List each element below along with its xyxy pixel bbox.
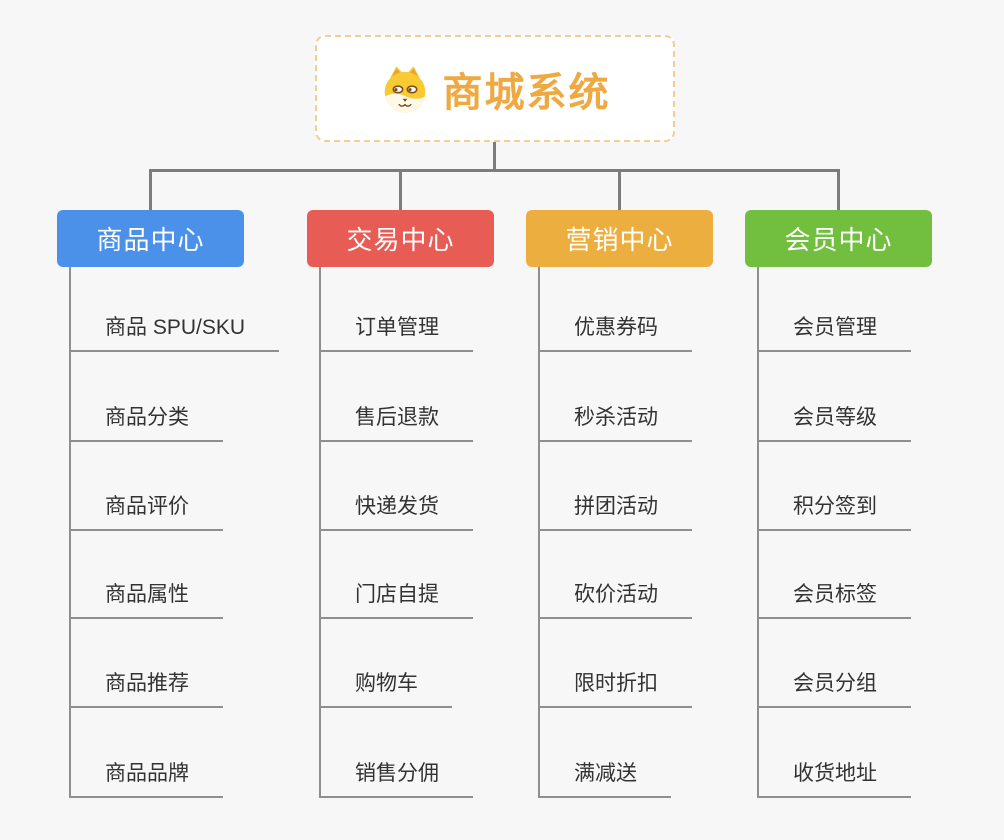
leaf-item[interactable]: 收货地址 xyxy=(759,750,911,798)
leaf-item[interactable]: 商品分类 xyxy=(71,394,223,442)
connector-drop-product xyxy=(149,169,152,211)
leaf-item[interactable]: 商品评价 xyxy=(71,483,223,531)
leaf-item[interactable]: 限时折扣 xyxy=(540,660,692,708)
branch-items-member: 会员管理 会员等级 积分签到 会员标签 会员分组 收货地址 xyxy=(757,267,987,798)
root-title: 商城系统 xyxy=(442,70,611,115)
connector-horizontal xyxy=(149,169,840,172)
branch-header-product[interactable]: 商品中心 xyxy=(57,210,244,267)
leaf-item[interactable]: 售后退款 xyxy=(321,394,473,442)
connector-drop-member xyxy=(837,169,840,211)
leaf-item[interactable]: 销售分佣 xyxy=(321,750,473,798)
dog-face-icon xyxy=(380,64,430,114)
connector-drop-marketing xyxy=(618,169,621,211)
leaf-item[interactable]: 砍价活动 xyxy=(540,571,692,619)
branch-items-trade: 订单管理 售后退款 快递发货 门店自提 购物车 销售分佣 xyxy=(319,267,549,798)
leaf-item[interactable]: 拼团活动 xyxy=(540,483,692,531)
leaf-item[interactable]: 商品属性 xyxy=(71,571,223,619)
leaf-item[interactable]: 满减送 xyxy=(540,750,671,798)
connector-drop-trade xyxy=(399,169,402,211)
leaf-item[interactable]: 商品 SPU/SKU xyxy=(71,304,280,352)
leaf-item[interactable]: 会员分组 xyxy=(759,660,911,708)
leaf-item[interactable]: 购物车 xyxy=(321,660,452,708)
leaf-item[interactable]: 会员管理 xyxy=(759,304,911,352)
leaf-item[interactable]: 秒杀活动 xyxy=(540,394,692,442)
leaf-item[interactable]: 商品推荐 xyxy=(71,660,223,708)
leaf-item[interactable]: 商品品牌 xyxy=(71,750,223,798)
leaf-item[interactable]: 订单管理 xyxy=(321,304,473,352)
branch-items-product: 商品 SPU/SKU 商品分类 商品评价 商品属性 商品推荐 商品品牌 xyxy=(69,267,299,798)
leaf-item[interactable]: 会员等级 xyxy=(759,394,911,442)
branch-header-marketing[interactable]: 营销中心 xyxy=(526,210,713,267)
leaf-item[interactable]: 会员标签 xyxy=(759,571,911,619)
branch-header-trade[interactable]: 交易中心 xyxy=(307,210,494,267)
branch-header-member[interactable]: 会员中心 xyxy=(745,210,932,267)
root-node[interactable]: 商城系统 xyxy=(315,35,675,142)
branch-items-marketing: 优惠券码 秒杀活动 拼团活动 砍价活动 限时折扣 满减送 xyxy=(538,267,768,798)
leaf-item[interactable]: 积分签到 xyxy=(759,483,911,531)
leaf-item[interactable]: 门店自提 xyxy=(321,571,473,619)
leaf-item[interactable]: 优惠券码 xyxy=(540,304,692,352)
connector-root-stem xyxy=(493,142,496,171)
leaf-item[interactable]: 快递发货 xyxy=(321,483,473,531)
